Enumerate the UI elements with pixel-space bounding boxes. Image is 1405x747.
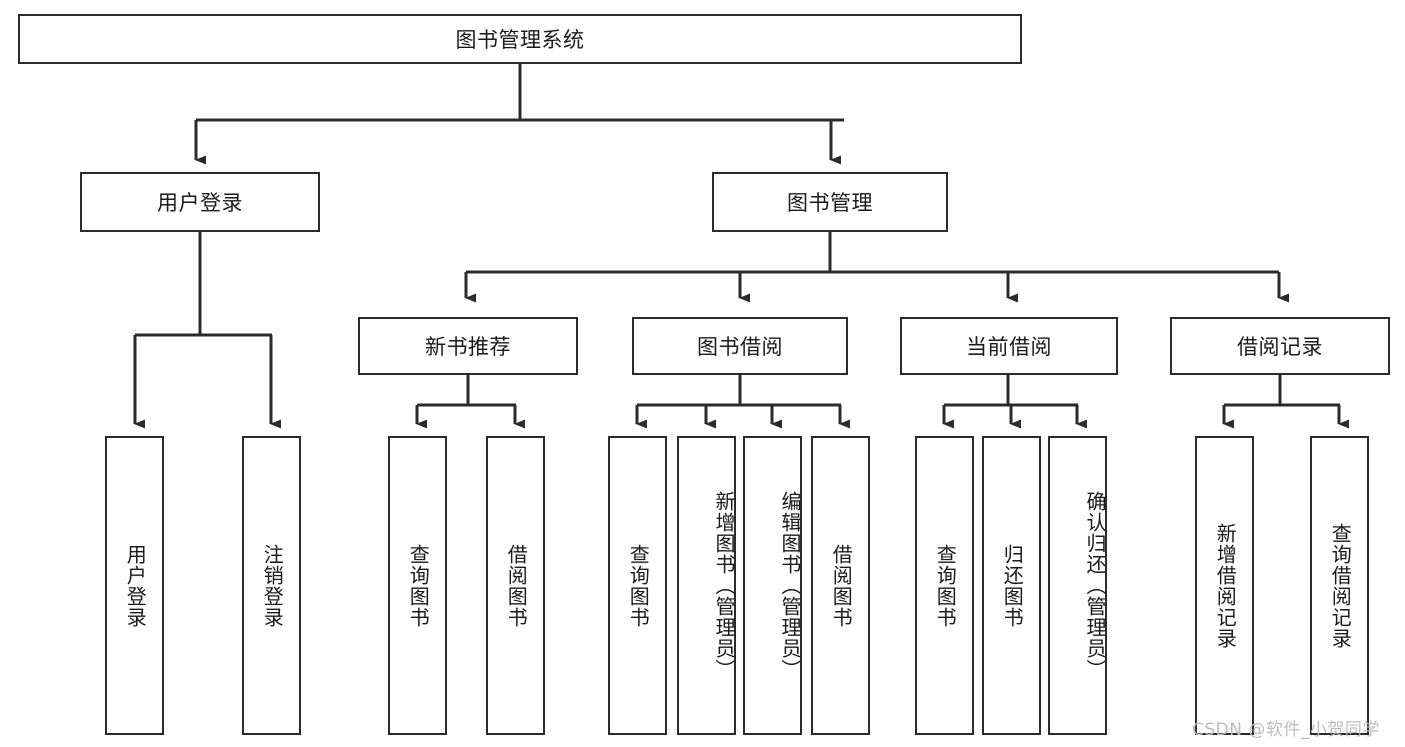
node-root-book-management-system[interactable]: 图书管理系统 xyxy=(18,14,1022,64)
node-label: 用户登录 xyxy=(123,543,148,628)
node-borrow-record[interactable]: 借阅记录 xyxy=(1170,317,1390,375)
leaf-current-borrow-query-book[interactable]: 查询图书 xyxy=(915,436,974,735)
node-label: 用户登录 xyxy=(157,191,243,215)
node-label: 查询图书 xyxy=(933,543,958,628)
leaf-new-book-query-book[interactable]: 查询图书 xyxy=(388,436,447,735)
node-book-borrow[interactable]: 图书借阅 xyxy=(632,317,848,375)
leaf-book-borrow-edit-book-admin[interactable]: 编辑图书（管理员） xyxy=(743,436,802,735)
leaf-book-borrow-add-book-admin[interactable]: 新增图书（管理员） xyxy=(677,436,736,735)
leaf-book-borrow-borrow-book[interactable]: 借阅图书 xyxy=(811,436,870,735)
node-label: 查询图书 xyxy=(626,543,651,628)
leaf-current-borrow-return-book[interactable]: 归还图书 xyxy=(982,436,1041,735)
node-label: 图书借阅 xyxy=(697,335,783,359)
leaf-borrow-record-query-record[interactable]: 查询借阅记录 xyxy=(1310,436,1369,735)
node-label: 新书推荐 xyxy=(425,335,511,359)
node-new-book-recommend[interactable]: 新书推荐 xyxy=(358,317,578,375)
node-book-management[interactable]: 图书管理 xyxy=(712,172,948,232)
node-label: 借阅图书 xyxy=(829,543,854,628)
node-label: 归还图书 xyxy=(1000,543,1025,628)
node-label: 编辑图书（管理员） xyxy=(778,491,802,680)
leaf-current-borrow-confirm-return-admin[interactable]: 确认归还（管理员） xyxy=(1048,436,1107,735)
node-label: 查询图书 xyxy=(406,543,431,628)
leaf-book-borrow-query-book[interactable]: 查询图书 xyxy=(608,436,667,735)
node-label: 借阅图书 xyxy=(504,543,529,628)
node-label: 图书管理系统 xyxy=(455,28,585,52)
node-label: 新增借阅记录 xyxy=(1213,522,1238,649)
node-label: 当前借阅 xyxy=(966,335,1052,359)
node-label: 借阅记录 xyxy=(1237,335,1323,359)
leaf-new-book-borrow-book[interactable]: 借阅图书 xyxy=(486,436,545,735)
node-label: 查询借阅记录 xyxy=(1328,522,1353,649)
node-label: 确认归还（管理员） xyxy=(1083,491,1107,680)
node-label: 新增图书（管理员） xyxy=(712,491,736,680)
csdn-watermark: CSDN @软件_小贺同学 xyxy=(1192,720,1380,740)
node-user-login[interactable]: 用户登录 xyxy=(80,172,320,232)
leaf-borrow-record-add-record[interactable]: 新增借阅记录 xyxy=(1195,436,1254,735)
leaf-user-login-logout[interactable]: 注销登录 xyxy=(242,436,301,735)
node-label: 注销登录 xyxy=(260,543,285,628)
leaf-user-login-login[interactable]: 用户登录 xyxy=(105,436,164,735)
node-label: 图书管理 xyxy=(787,191,873,215)
node-current-borrow[interactable]: 当前借阅 xyxy=(900,317,1118,375)
